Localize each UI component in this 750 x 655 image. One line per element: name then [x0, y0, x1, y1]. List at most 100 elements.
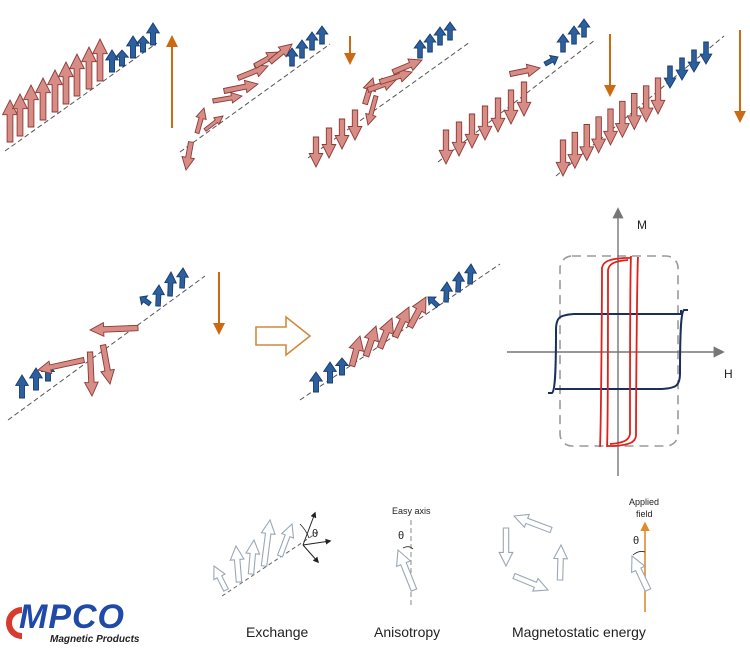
film-guide-line [221, 531, 319, 597]
outline-moment-arrow [395, 548, 418, 592]
outline-moment-arrow [498, 527, 514, 568]
dashed-bounding-box [559, 255, 679, 447]
axis-y [302, 544, 319, 564]
moment-arrow [391, 58, 423, 75]
pinned-moment-arrow [151, 284, 166, 307]
moment-arrow [567, 131, 583, 170]
anisotropy-diagram [395, 520, 418, 606]
m-axis-label: M [637, 218, 647, 232]
moment-arrow [68, 52, 86, 97]
pinned-moment-arrow [139, 295, 152, 307]
pinned-moment-arrow [305, 31, 319, 51]
zeeman-theta: θ [633, 535, 640, 547]
exchange-spring-before [7, 267, 225, 421]
pinned-moment-arrow [135, 35, 151, 53]
moment-arrow [11, 92, 29, 137]
moment-arrow [347, 109, 363, 142]
moment-arrow [591, 116, 607, 154]
pinned-moment-arrow [334, 357, 350, 376]
outline-moment-arrow [512, 513, 553, 534]
moment-arrow [477, 105, 493, 142]
moment-arrow [508, 63, 541, 78]
panel-5-full-reversal [555, 30, 746, 178]
transition-arrow [255, 315, 312, 357]
square-loop-red [599, 256, 639, 448]
moment-arrow [83, 351, 99, 398]
pinned-moment-arrow [145, 22, 161, 46]
film-guide-line [4, 42, 158, 152]
moment-arrow [99, 343, 115, 385]
moment-arrow [602, 108, 619, 147]
moment-arrow [555, 139, 571, 178]
moment-arrow [46, 68, 64, 113]
soft-loop-navy [548, 309, 688, 394]
moment-arrow [650, 77, 666, 116]
magnetostatic-diagram [498, 513, 569, 592]
pinned-moment-arrow [439, 281, 454, 303]
exchange-spring-after [299, 263, 501, 401]
pinned-moment-arrow [443, 21, 457, 41]
moment-arrow [88, 321, 139, 338]
moment-arrow [406, 296, 427, 330]
moment-arrow [638, 85, 654, 123]
pinned-moment-arrow [315, 25, 329, 45]
outline-moment-arrow [260, 518, 276, 568]
moment-arrow [1, 98, 19, 143]
moment-arrow [516, 81, 532, 118]
outline-moment-arrow [213, 564, 230, 592]
applied-field-label-2: field [636, 509, 653, 519]
exchange-diagram [213, 511, 332, 597]
moment-arrow [391, 306, 410, 339]
pinned-moment-arrow [322, 361, 338, 384]
exchange-theta: θ [312, 528, 319, 540]
moment-arrow [365, 94, 379, 126]
pinned-moment-arrow [285, 47, 299, 67]
moment-arrow [236, 64, 269, 81]
pinned-moment-arrow [423, 33, 437, 53]
moment-arrow [308, 136, 324, 169]
moment-arrow [37, 356, 86, 375]
pinned-moment-arrow [175, 267, 190, 289]
moment-arrow [321, 127, 337, 160]
applied-field-label-1: Applied [629, 497, 660, 507]
outline-moment-arrow [245, 538, 261, 575]
pinned-moment-arrow [463, 263, 478, 285]
h-axis-label: H [724, 367, 733, 381]
pinned-moment-arrow [114, 49, 130, 67]
outline-moment-arrow [552, 543, 569, 581]
theta-arc [632, 551, 646, 556]
pinned-moment-arrow [687, 49, 701, 73]
pinned-moment-arrow [556, 33, 570, 53]
moment-arrow [451, 121, 467, 158]
moment-arrow [376, 317, 394, 350]
pinned-moment-arrow [577, 18, 591, 38]
pinned-moment-arrow [427, 296, 441, 309]
moment-arrow [490, 97, 506, 134]
moment-arrow [579, 124, 595, 162]
pinned-moment-arrow [699, 41, 713, 65]
pinned-moment-arrow [104, 49, 120, 73]
brand-name: MPCO [19, 598, 125, 636]
film-guide-line [307, 41, 471, 159]
magnetostatic-label: Magnetostatic energy [512, 624, 646, 640]
moment-arrow [203, 115, 224, 132]
moment-arrow [267, 43, 293, 65]
moment-arrow [614, 100, 630, 139]
moment-arrow [91, 37, 109, 82]
film-guide-line [437, 39, 596, 163]
moment-arrow [181, 141, 196, 171]
pinned-moment-arrow [28, 367, 44, 391]
moment-arrow [80, 45, 98, 90]
moment-arrow [378, 69, 413, 85]
exchange-label: Exchange [246, 624, 309, 640]
anisotropy-theta: θ [398, 530, 405, 542]
axis-x [302, 538, 332, 546]
pinned-moment-arrow [413, 39, 427, 59]
panel-3-wall-propagation [307, 21, 471, 169]
axis-z [302, 511, 317, 546]
moment-arrow [57, 60, 75, 105]
panel-4-reversed [437, 18, 616, 166]
pinned-moment-arrow [433, 26, 447, 46]
anisotropy-label: Anisotropy [374, 624, 441, 640]
